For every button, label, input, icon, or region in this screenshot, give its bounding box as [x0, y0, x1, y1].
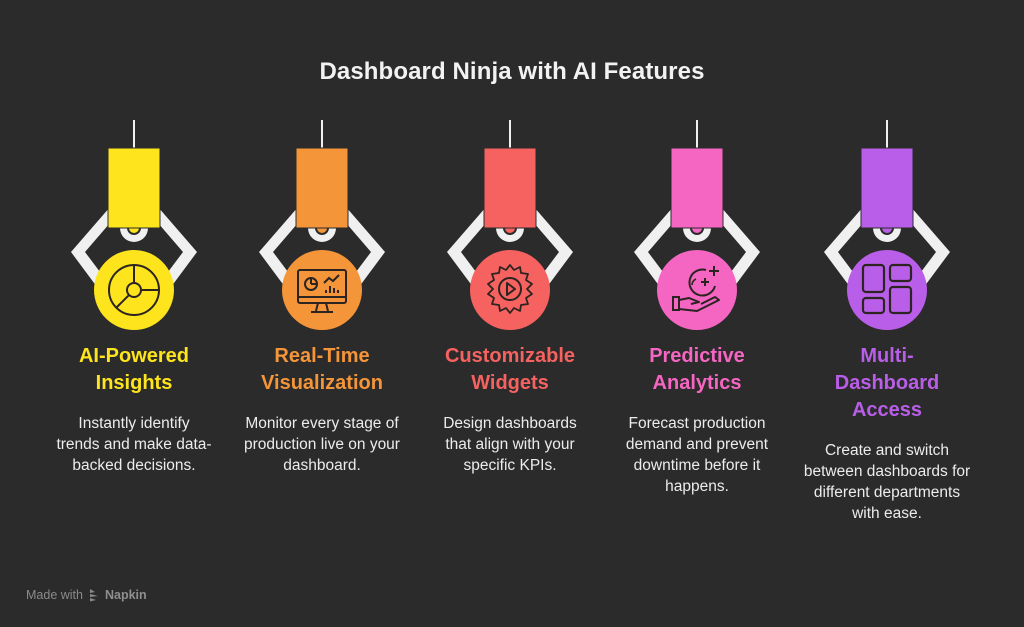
- feature-description: Create and switch between dashboards for…: [803, 442, 971, 522]
- claw-predictive-analytics: [634, 120, 760, 330]
- claw-left-arm: [71, 207, 116, 287]
- claw-left-arm: [824, 207, 869, 287]
- feature-description: Monitor every stage of production live o…: [244, 415, 400, 474]
- claw-left-arm: [447, 207, 492, 287]
- claw-body: [860, 147, 914, 229]
- claw-body: [295, 147, 349, 229]
- dashboard-layout-icon: [861, 263, 913, 315]
- page-title: Dashboard Ninja with AI Features: [319, 58, 705, 85]
- feature-icon-badge: [847, 250, 927, 330]
- claw-customizable-widgets: [447, 120, 573, 330]
- claw-multi-dashboard-access: [824, 120, 950, 330]
- feature-description: Instantly identify trends and make data-…: [56, 415, 212, 474]
- napkin-brand: Napkin: [104, 588, 147, 602]
- napkin-logo-icon: [89, 589, 98, 602]
- claw-body: [670, 147, 724, 229]
- claw-left-arm: [259, 207, 304, 287]
- hand-sparkle-icon: [672, 266, 720, 312]
- feature-icon-badge: [282, 250, 362, 330]
- claw-right-arm: [905, 207, 950, 287]
- claw-diagram: [71, 120, 950, 330]
- footer-attribution: Made with Napkin: [26, 588, 147, 602]
- claw-right-arm: [152, 207, 197, 287]
- claw-body: [107, 147, 161, 229]
- claw-right-arm: [340, 207, 385, 287]
- feature-icon-badge: [470, 250, 550, 330]
- feature-icon-badge: [94, 250, 174, 330]
- pie-chart-icon: [108, 264, 160, 316]
- feature-description: Forecast production demand and prevent d…: [625, 415, 769, 495]
- feature-description: Design dashboards that align with your s…: [443, 415, 577, 474]
- claw-right-arm: [715, 207, 760, 287]
- feature-icon-badge: [657, 250, 737, 330]
- claw-real-time-visualization: [259, 120, 385, 330]
- gear-play-icon: [487, 264, 533, 314]
- monitor-analytics-icon: [297, 269, 347, 313]
- claw-ai-powered-insights: [71, 120, 197, 330]
- claw-right-arm: [528, 207, 573, 287]
- claw-left-arm: [634, 207, 679, 287]
- made-with-label: Made with: [26, 588, 83, 602]
- claw-body: [483, 147, 537, 229]
